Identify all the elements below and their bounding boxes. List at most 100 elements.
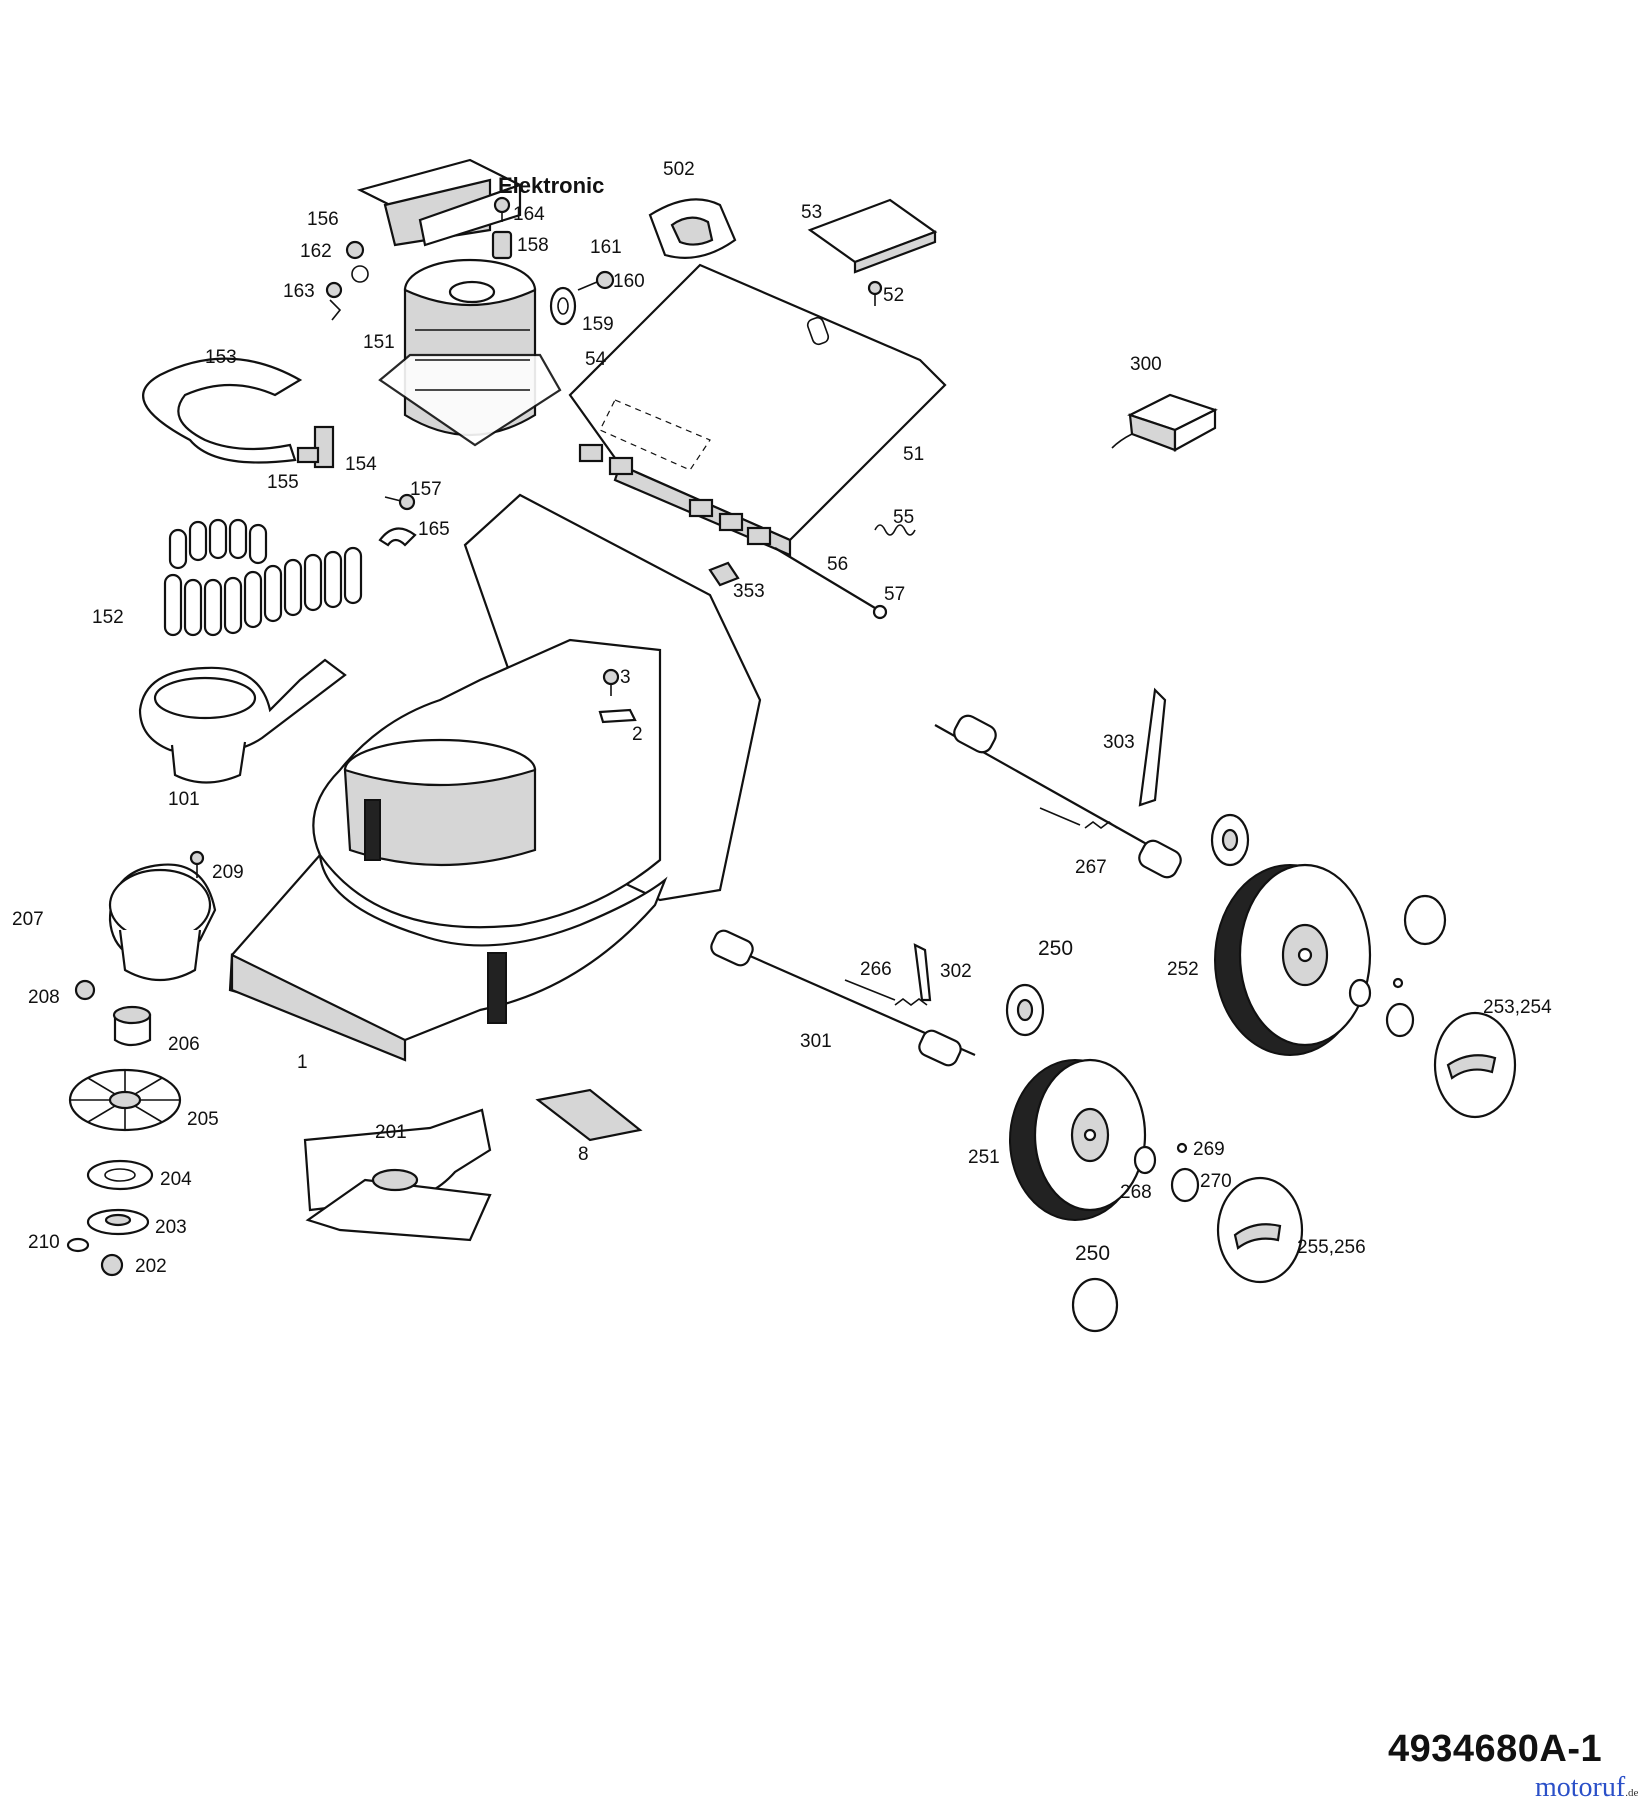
part-267-pin <box>1039 807 1118 829</box>
label-201: 201 <box>375 1122 407 1143</box>
label-266: 266 <box>860 959 892 980</box>
part-156-electronic-box <box>356 158 523 247</box>
part-152-battery-pack <box>163 518 363 637</box>
label-elektronic: Elektronic <box>498 173 604 198</box>
label-1: 1 <box>297 1052 308 1073</box>
watermark-brand: motoruf <box>1535 1772 1626 1803</box>
label-160: 160 <box>613 271 645 292</box>
part-rear-small-parts <box>1348 894 1447 1038</box>
part-206-hub <box>112 1005 152 1047</box>
label-55: 55 <box>893 507 914 528</box>
label-159: 159 <box>582 314 614 335</box>
label-502: 502 <box>663 159 695 180</box>
part-302-lever <box>913 943 932 1002</box>
label-302: 302 <box>940 961 972 982</box>
part-151-motor <box>378 258 562 447</box>
part-201-blade <box>303 1108 492 1242</box>
label-267: 267 <box>1075 857 1107 878</box>
label-153: 153 <box>205 347 237 368</box>
label-161: 161 <box>590 237 622 258</box>
part-301-axle <box>710 929 976 1067</box>
label-8: 8 <box>578 1144 589 1165</box>
part-2-clip <box>598 708 637 724</box>
label-202: 202 <box>135 1256 167 1277</box>
part-101-chute <box>138 658 347 784</box>
part-164-screw <box>493 196 511 222</box>
label-210: 210 <box>28 1232 60 1253</box>
part-203-adapter <box>86 1208 150 1236</box>
label-165: 165 <box>418 519 450 540</box>
label-151: 151 <box>363 332 395 353</box>
label-269: 269 <box>1193 1139 1225 1160</box>
part-250-bushing-top <box>1005 983 1045 1037</box>
part-300-remote-unit <box>1111 393 1218 452</box>
label-209: 209 <box>212 862 244 883</box>
label-162: 162 <box>300 241 332 262</box>
part-251-wheel-front <box>1009 1058 1147 1221</box>
label-252: 252 <box>1167 959 1199 980</box>
part-253-254-hubcap <box>1433 1011 1517 1119</box>
part-209-screw <box>189 850 205 878</box>
part-303-axle <box>934 687 1182 879</box>
label-301: 301 <box>800 1031 832 1052</box>
switch-row <box>578 443 772 546</box>
part-8-plate <box>535 1088 643 1142</box>
label-52: 52 <box>883 285 904 306</box>
label-206: 206 <box>168 1034 200 1055</box>
label-53: 53 <box>801 202 822 223</box>
label-253-254: 253,254 <box>1483 997 1552 1018</box>
part-52-screw <box>867 280 883 306</box>
label-57: 57 <box>884 584 905 605</box>
part-159-washer <box>549 286 577 326</box>
part-158-standoff <box>491 230 513 260</box>
label-255-256: 255,256 <box>1297 1237 1366 1258</box>
part-155-block <box>296 446 320 464</box>
label-158: 158 <box>517 235 549 256</box>
part-163-screw <box>325 281 343 321</box>
part-269-clip <box>1176 1142 1188 1154</box>
part-210-washer <box>66 1237 90 1253</box>
label-2: 2 <box>632 724 643 745</box>
part-55-spring <box>874 524 916 536</box>
part-252-wheel-rear <box>1214 863 1372 1056</box>
part-502-cover <box>648 198 737 259</box>
label-251: 251 <box>968 1147 1000 1168</box>
part-162-clip <box>345 240 369 283</box>
label-101: 101 <box>168 789 200 810</box>
part-353-nut <box>708 561 740 587</box>
label-54: 54 <box>585 349 607 370</box>
part-250-bushing-rear <box>1210 813 1250 867</box>
label-268: 268 <box>1120 1182 1152 1203</box>
label-300: 300 <box>1130 354 1162 375</box>
part-268-washer <box>1133 1145 1157 1175</box>
part-207-collar <box>108 863 217 981</box>
label-207: 207 <box>12 909 44 930</box>
label-56: 56 <box>827 554 848 575</box>
label-51: 51 <box>903 444 924 465</box>
label-353: 353 <box>733 581 765 602</box>
label-155: 155 <box>267 472 299 493</box>
part-205-fan-disc <box>68 1068 182 1132</box>
part-51-top-cover <box>568 263 947 557</box>
watermark: motoruf.de <box>1535 1772 1638 1804</box>
part-208-nut <box>74 979 96 1001</box>
part-204-washer <box>86 1159 154 1191</box>
label-204: 204 <box>160 1169 192 1190</box>
part-266-pin <box>844 979 928 1006</box>
label-250-lower: 250 <box>1075 1242 1110 1265</box>
label-164: 164 <box>513 204 545 225</box>
label-303: 303 <box>1103 732 1135 753</box>
label-157: 157 <box>410 479 442 500</box>
part-160-screw <box>577 270 615 291</box>
part-53-plate <box>807 198 938 274</box>
part-255-256-hubcap <box>1216 1176 1304 1284</box>
part-270-cap <box>1170 1167 1200 1203</box>
part-165-clamp <box>378 527 417 547</box>
part-57-washer <box>872 604 888 620</box>
document-number: 4934680A-1 <box>1388 1728 1603 1770</box>
label-208: 208 <box>28 987 60 1008</box>
part-153-ring <box>142 357 303 464</box>
part-202-nut <box>100 1253 124 1277</box>
part-157-screw <box>384 493 416 511</box>
